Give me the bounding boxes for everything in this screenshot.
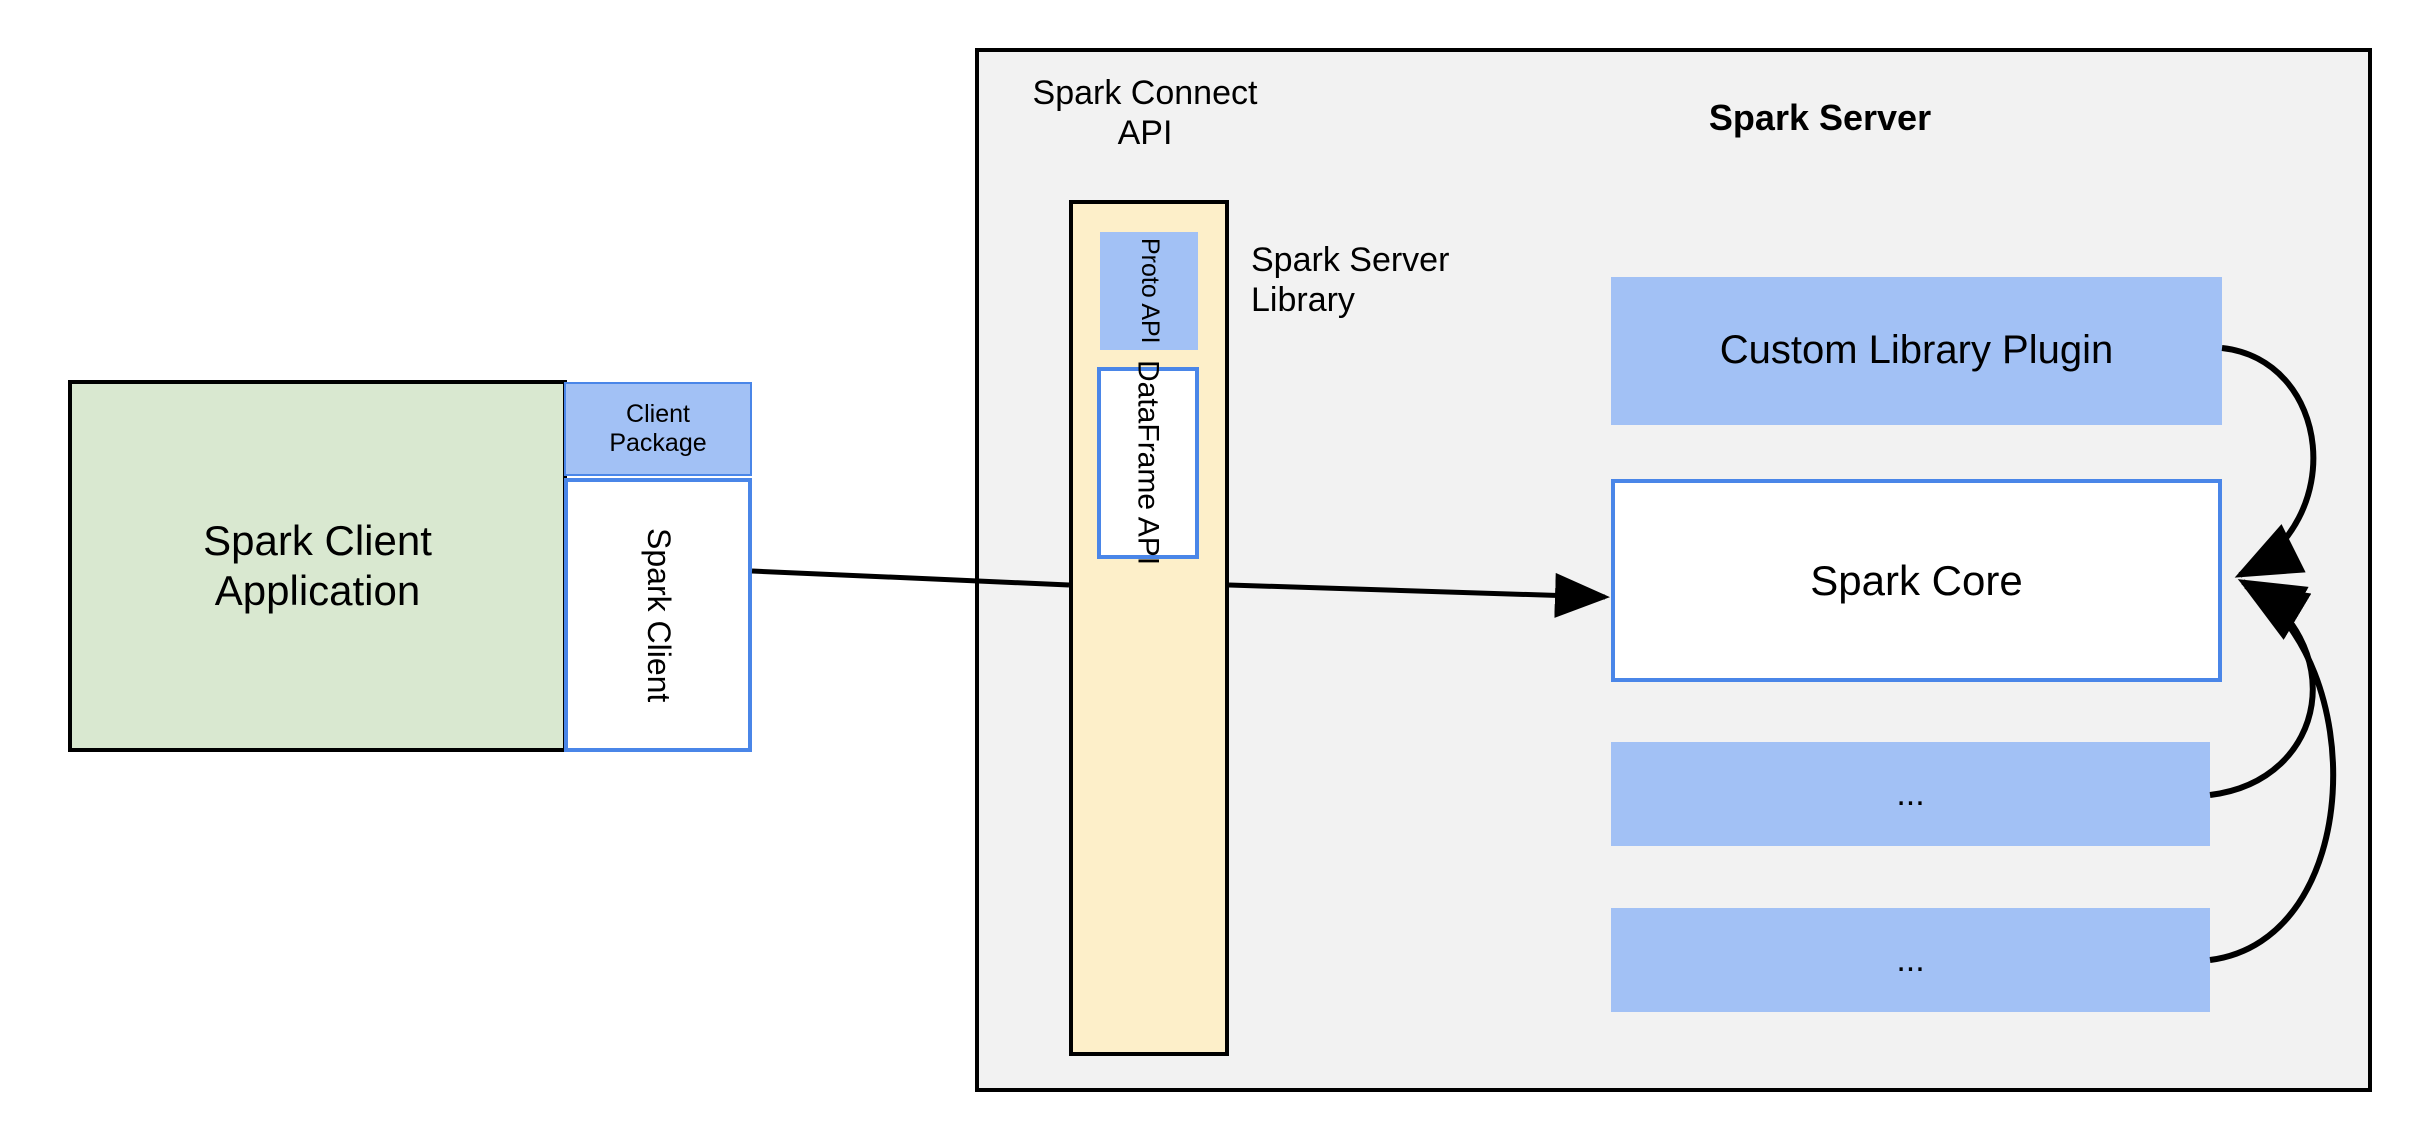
proto-api-label: Proto API <box>1135 238 1164 344</box>
ellipsis-box-1: ... <box>1611 742 2210 846</box>
custom-library-plugin-box: Custom Library Plugin <box>1611 277 2222 425</box>
dataframe-api-label: DataFrame API <box>1131 360 1165 566</box>
spark-client-box: Spark Client <box>564 478 752 752</box>
spark-server-title: Spark Server <box>1708 96 1932 138</box>
ellipsis-box-2-label: ... <box>1896 940 1925 979</box>
spark-server-library-label-line1: Spark Server <box>1251 241 1450 279</box>
spark-core-box: Spark Core <box>1611 479 2222 682</box>
spark-server-library-label: Spark Server Library <box>1251 240 1541 336</box>
spark-core-label: Spark Core <box>1810 556 2023 604</box>
ellipsis-box-2: ... <box>1611 908 2210 1012</box>
spark-connect-api-label-line1: Spark Connect <box>1032 73 1258 112</box>
spark-client-label: Spark Client <box>640 527 677 703</box>
spark-server-library-label-line2: Library <box>1251 281 1355 320</box>
spark-connect-api-label-line2: API <box>1117 114 1173 152</box>
client-package-box: Client Package <box>564 382 752 476</box>
spark-client-application-box: Spark Client Application <box>68 380 567 752</box>
proto-api-box: Proto API <box>1100 232 1198 350</box>
spark-connect-api-label: Spark Connect API <box>1000 68 1290 158</box>
spark-client-application-label-line1: Spark Client <box>203 517 432 565</box>
client-package-label-line1: Client <box>626 399 690 428</box>
spark-client-application-label-line2: Application <box>214 567 421 614</box>
custom-library-plugin-label: Custom Library Plugin <box>1719 328 2114 373</box>
ellipsis-box-1-label: ... <box>1896 774 1925 813</box>
dataframe-api-box: DataFrame API <box>1097 360 1199 566</box>
client-package-label-line2: Package <box>609 429 707 457</box>
